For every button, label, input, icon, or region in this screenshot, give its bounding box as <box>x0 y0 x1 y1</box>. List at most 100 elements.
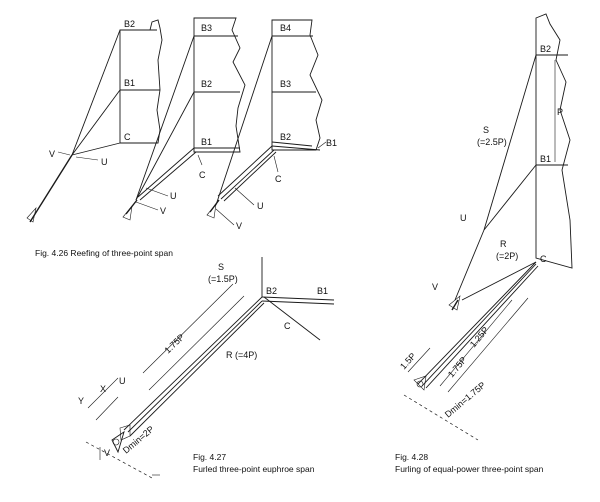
span-line-s-428 <box>483 54 537 231</box>
euphroe-toggle <box>111 430 125 454</box>
label-428-dmin: Dmin=1.75P <box>443 380 488 420</box>
label-427-r: R (=4P) <box>226 350 257 360</box>
span-main-line <box>29 154 73 223</box>
label-428-r: R <box>500 239 507 249</box>
leader-c-b <box>197 154 203 166</box>
label-c-b2: B2 <box>280 132 291 142</box>
span-line-b3 <box>135 35 195 201</box>
euphroe-ring <box>112 438 120 446</box>
span-toggle-c <box>206 202 217 219</box>
span-line-b1a <box>137 147 195 198</box>
span-line-b4 <box>215 35 273 206</box>
span-line-c-428 <box>461 261 537 301</box>
span-line-c <box>71 142 121 156</box>
label-427-175p: 1.75P <box>162 332 186 356</box>
sail-panel-428 <box>535 13 573 269</box>
label-428-s: S <box>483 125 489 135</box>
leech-line <box>263 296 321 341</box>
span-toggle-top-428 <box>451 299 459 311</box>
caption-fig426: Fig. 4.26 Reefing of three-point span <box>35 248 173 258</box>
label-428-u: U <box>460 213 467 223</box>
label-427-c: C <box>284 321 291 331</box>
label-428-s-eq: (=2.5P) <box>477 137 507 147</box>
dim-y <box>87 377 119 409</box>
label-428-175p: 1.75P <box>446 355 469 379</box>
euphroe-block <box>119 424 131 441</box>
label-c-u: U <box>257 201 264 211</box>
fig426-panel-b <box>122 17 246 221</box>
furled-line-c <box>425 265 539 389</box>
label-427-s-eq: (=1.5P) <box>208 274 238 284</box>
label-a-c: C <box>124 132 131 142</box>
span-line-b <box>220 149 275 200</box>
dim-125p <box>439 299 513 387</box>
span-line-b1 <box>71 89 121 156</box>
leader-u-c <box>234 187 255 206</box>
label-428-b1: B1 <box>540 154 551 164</box>
leader-v-a <box>57 151 71 156</box>
furled-line-b <box>421 263 537 387</box>
span-line-b2 <box>135 91 195 201</box>
fig427-diagram <box>85 257 335 479</box>
dim-175p <box>447 297 529 393</box>
label-428-p: P <box>557 107 563 117</box>
label-427-x: X <box>100 384 106 394</box>
fig428-diagram <box>403 13 573 441</box>
label-a-b2: B2 <box>124 19 135 29</box>
label-427-b2: B2 <box>266 286 277 296</box>
label-b-c: C <box>199 170 206 180</box>
label-a-v: V <box>49 149 55 159</box>
span-line-c <box>223 151 277 202</box>
label-427-v: V <box>104 448 110 458</box>
fig426-panel-a <box>26 19 163 223</box>
reef-line-b1 <box>271 145 321 151</box>
label-427-dmin: Dmin=2P <box>121 424 156 456</box>
span-line-a <box>217 145 273 197</box>
reef-line-b2 <box>271 141 313 147</box>
dim-15p <box>407 347 431 373</box>
leader-c-c <box>273 155 279 173</box>
sail-panel-a <box>119 19 163 144</box>
label-a-b1: B1 <box>124 78 135 88</box>
label-427-b1: B1 <box>317 286 328 296</box>
furled-line-a <box>417 261 537 385</box>
furled-toggle <box>413 375 427 391</box>
batten-b2-line <box>261 296 335 301</box>
caption-fig427-num: Fig. 4.27 <box>193 452 226 462</box>
span-line-b1b <box>139 151 197 201</box>
label-427-u: U <box>119 376 126 386</box>
label-428-v: V <box>432 282 438 292</box>
label-b-u: U <box>170 191 177 201</box>
dim-x <box>95 396 119 421</box>
dim-line-r <box>148 295 245 391</box>
batten-b1-line <box>261 300 335 305</box>
sail-panel-c <box>271 19 323 151</box>
caption-fig427-text: Furled three-point euphroe span <box>193 464 315 474</box>
dim-arc-dmin-428 <box>403 394 479 441</box>
label-c-v: V <box>236 221 242 231</box>
label-428-b2: B2 <box>540 44 551 54</box>
label-427-y: Y <box>78 396 84 406</box>
fig426-panel-c <box>206 19 327 226</box>
leader-v-b <box>135 201 159 211</box>
span-line-b2 <box>71 29 121 156</box>
leader-u-b <box>145 187 169 197</box>
span-line-s <box>123 296 263 431</box>
leader-v-c <box>215 208 235 226</box>
label-c-c: C <box>275 174 282 184</box>
furled-ring <box>416 380 424 388</box>
dim-line-s <box>142 283 234 374</box>
span-line-r-428 <box>483 164 537 231</box>
label-b-b3: B3 <box>201 23 212 33</box>
label-b-v: V <box>160 206 166 216</box>
label-b-b2: B2 <box>201 79 212 89</box>
caption-fig428-num: Fig. 4.28 <box>395 452 428 462</box>
label-c-b3: B3 <box>280 79 291 89</box>
leader-b1-c <box>317 141 327 149</box>
label-428-15p: 1.5P <box>398 351 418 371</box>
dim-arc-dmin <box>85 441 153 479</box>
span-line-c <box>129 302 265 437</box>
label-a-u: U <box>101 157 108 167</box>
span-main-428 <box>454 229 485 301</box>
